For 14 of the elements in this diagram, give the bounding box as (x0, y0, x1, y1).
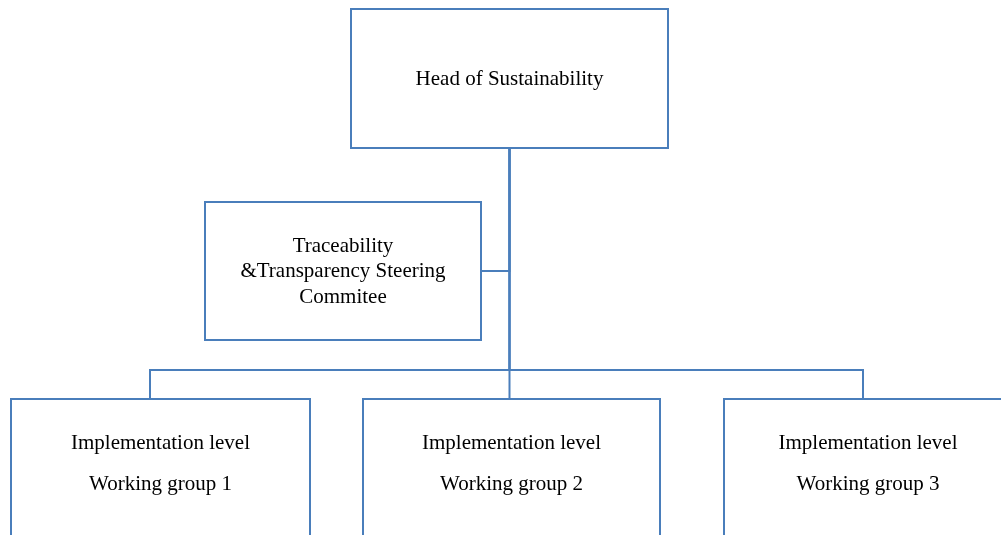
org-box (204, 201, 482, 341)
box-text: Working group 3 (796, 471, 940, 497)
org-box (723, 398, 1001, 535)
box-text: Implementation level (778, 429, 958, 455)
org-box (10, 398, 311, 535)
box-text: Working group 2 (440, 471, 583, 497)
org-box (350, 8, 669, 149)
box-text: Head of Sustainability (415, 65, 604, 92)
box-text: Implementation level (422, 429, 601, 455)
connector-line (508, 148, 864, 399)
org-box (362, 398, 661, 535)
box-text: Implementation level (71, 429, 250, 455)
box-text: Traceability &Transparency Steering Commitee (239, 233, 447, 309)
box-text: Working group 1 (89, 471, 232, 497)
